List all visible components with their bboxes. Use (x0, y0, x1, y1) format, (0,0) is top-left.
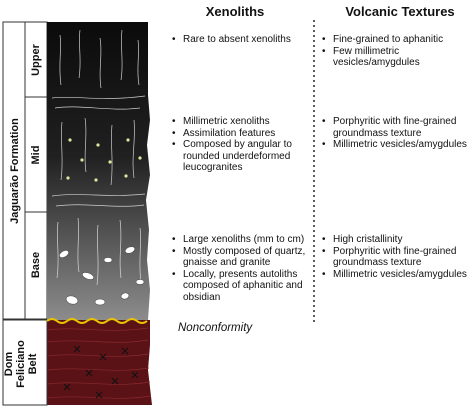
list-item: Few millimetric vesicles/amygdules (322, 46, 470, 69)
mid-label: Mid (30, 145, 42, 165)
xenoliths-header: Xenoliths (205, 4, 265, 19)
list-item: Porphyritic with fine-grained groundmass… (322, 116, 470, 139)
basement-foliation (47, 327, 152, 399)
basement-cross-markers (63, 345, 139, 399)
list-item: Porphyritic with fine-grained groundmass… (322, 246, 470, 269)
xenoliths-upper-list: Rare to absent xenoliths (172, 34, 307, 46)
basement-label-box (2, 319, 48, 406)
volcanic-base-list: High cristallinity Porphyritic with fine… (322, 234, 470, 280)
list-item: Millimetric vesicles/amygdules (322, 269, 470, 281)
list-item: Large xenoliths (mm to cm) (172, 234, 307, 246)
volcanic-textures-header: Volcanic Textures (345, 4, 455, 19)
list-item: High cristallinity (322, 234, 470, 246)
list-item: Assimilation features (172, 128, 307, 140)
nonconformity-line (46, 318, 148, 324)
list-item: Composed by angular to rounded underdefo… (172, 139, 307, 174)
base-label: Base (30, 251, 42, 279)
flow-lines-mid (51, 117, 146, 207)
list-item: Millimetric vesicles/amygdules (322, 139, 470, 151)
list-item: Mostly composed of quartz, gnaisse and g… (172, 246, 307, 269)
volcanic-upper-list: Fine-grained to aphanitic Few millimetri… (322, 34, 470, 69)
list-item: Rare to absent xenoliths (172, 34, 307, 46)
volcanic-mid-list: Porphyritic with fine-grained groundmass… (322, 116, 470, 151)
belt-line-3: Belt (27, 353, 39, 375)
belt-line-2: Feliciano (15, 340, 27, 388)
flow-lines-upper (51, 29, 146, 110)
mid-xenolith-markers (66, 138, 142, 182)
xenoliths-mid-list: Millimetric xenoliths Assimilation featu… (172, 116, 307, 174)
flow-lines-base (56, 217, 142, 286)
xenoliths-base-list: Large xenoliths (mm to cm) Mostly compos… (172, 234, 307, 303)
list-item: Fine-grained to aphanitic (322, 34, 470, 46)
dom-feliciano-belt-label: Dom Feliciano Belt (3, 329, 39, 399)
upper-label: Upper (30, 44, 42, 76)
list-item: Millimetric xenoliths (172, 116, 307, 128)
base-xenolith-shapes (59, 246, 145, 306)
volcanic-column (47, 22, 150, 320)
list-item: Locally, presents autoliths composed of … (172, 269, 307, 304)
formation-label: Jaguarão Formation (9, 118, 21, 224)
nonconformity-label: Nonconformity (178, 322, 253, 334)
belt-line-1: Dom (3, 351, 15, 377)
